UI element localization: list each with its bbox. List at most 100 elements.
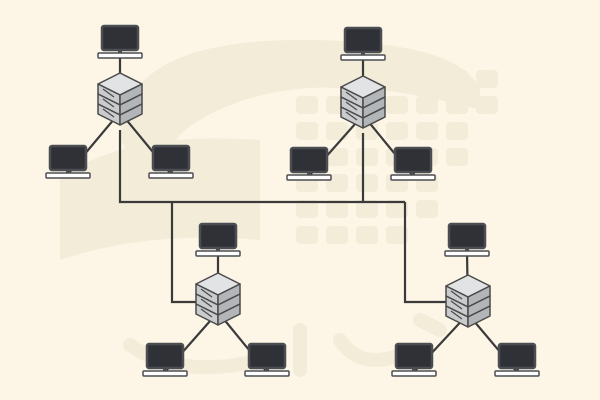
keyboard [391, 370, 437, 377]
monitor-stand [412, 368, 416, 372]
watermark-script [123, 313, 447, 377]
monitor-screen [48, 144, 88, 172]
link-server-3-backbone [170, 202, 196, 304]
server-slab-right [362, 106, 386, 129]
watermark-tile [326, 122, 348, 140]
monitor-stand [216, 248, 220, 252]
monitor-stand [515, 368, 519, 372]
watermark-tile [386, 226, 408, 244]
watermark-tile [386, 70, 408, 88]
watermark-tile [296, 200, 318, 218]
monitor-screen [393, 146, 433, 174]
keyboard [142, 370, 188, 377]
computer-icon [195, 222, 241, 257]
watermark-tile [326, 226, 348, 244]
monitor-screen [100, 24, 140, 52]
watermark-tile [416, 96, 438, 114]
monitor-screen [497, 342, 537, 370]
keyboard [244, 370, 290, 377]
server-slab-right [467, 305, 491, 328]
keyboard [148, 172, 194, 179]
watermark-tile [356, 174, 378, 192]
watermark-tile [446, 122, 468, 140]
computer-icon [444, 222, 490, 257]
monitor-stand [465, 248, 469, 252]
computer-icon [97, 24, 143, 59]
computer-icon [286, 146, 332, 181]
monitor-stand [307, 172, 311, 176]
watermark-tile [446, 70, 468, 88]
watermark-tile [386, 96, 408, 114]
computer-icon [45, 144, 91, 179]
link-server-4-backbone [403, 202, 446, 304]
monitor-screen [198, 222, 238, 250]
server-drive-slot [200, 298, 213, 308]
watermark-tile [296, 70, 318, 88]
monitor-stand [411, 172, 415, 176]
watermark-tile [446, 148, 468, 166]
watermark-tile [326, 148, 348, 166]
watermark-tile [416, 70, 438, 88]
computer-icon [142, 342, 188, 377]
server-top-left [97, 72, 143, 126]
server-drive-slot [345, 91, 358, 101]
monitor-screen [145, 342, 185, 370]
monitor-screen [447, 222, 487, 250]
monitor-stand [169, 170, 173, 174]
monitor-stand [118, 50, 122, 54]
watermark-tile [296, 96, 318, 114]
server-drive-slot [102, 98, 115, 108]
monitor-screen [394, 342, 434, 370]
server-drive-slot [450, 310, 463, 320]
watermark-tile [326, 200, 348, 218]
watermark-tile [416, 122, 438, 140]
watermark-tile [356, 200, 378, 218]
monitor-screen [247, 342, 287, 370]
server-drive-slot [200, 308, 213, 318]
watermark-tile [446, 96, 468, 114]
computer-icon [340, 26, 386, 61]
keyboard [390, 174, 436, 181]
watermark-tile [476, 70, 498, 88]
computer-icon [391, 342, 437, 377]
computer-icon [494, 342, 540, 377]
computer-icon [148, 144, 194, 179]
monitor-stand [163, 368, 167, 372]
server-bottom-left [195, 272, 241, 326]
monitor-stand [265, 368, 269, 372]
server-drive-slot [345, 101, 358, 111]
watermark-tile [296, 226, 318, 244]
watermark-tile [386, 200, 408, 218]
computer-icon [390, 146, 436, 181]
network-nodes [45, 24, 540, 377]
watermark-tile [296, 122, 318, 140]
server-drive-slot [450, 290, 463, 300]
keyboard [340, 54, 386, 61]
server-drive-slot [345, 111, 358, 121]
server-drive-slot [102, 88, 115, 98]
watermark-tile [386, 122, 408, 140]
monitor-stand [66, 170, 70, 174]
watermark-tile [476, 96, 498, 114]
backbone-line [118, 130, 405, 204]
monitor-screen [289, 146, 329, 174]
server-drive-slot [200, 288, 213, 298]
keyboard [444, 250, 490, 257]
watermark-tile [416, 200, 438, 218]
monitor-screen [343, 26, 383, 54]
keyboard [97, 52, 143, 59]
watermark-tile [326, 70, 348, 88]
watermark-tile [356, 226, 378, 244]
server-slab-right [217, 303, 241, 326]
keyboard [45, 172, 91, 179]
computer-icon [244, 342, 290, 377]
server-bottom-right [445, 274, 491, 328]
server-drive-slot [450, 300, 463, 310]
monitor-stand [361, 52, 365, 56]
server-top-right [340, 75, 386, 129]
watermark-tile [356, 148, 378, 166]
server-slab-right [119, 103, 143, 126]
keyboard [494, 370, 540, 377]
keyboard [195, 250, 241, 257]
